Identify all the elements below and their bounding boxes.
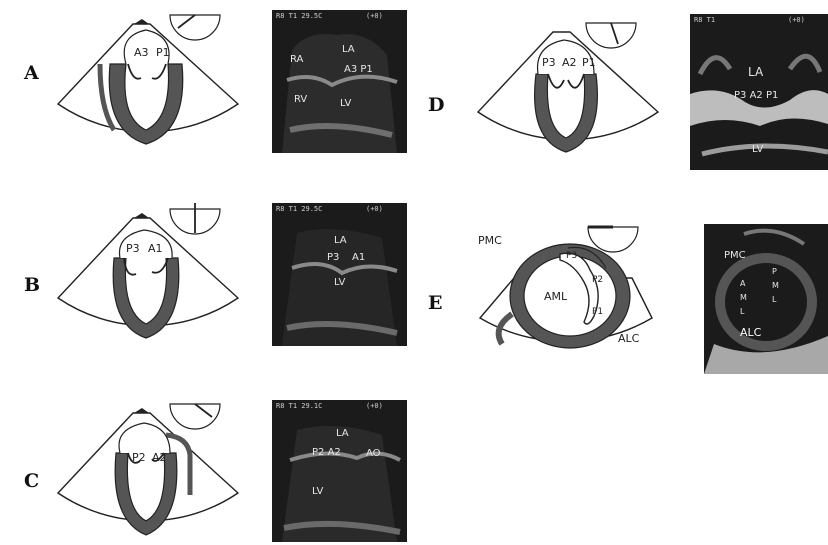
echo-label: P3 A2 P1 — [734, 90, 778, 101]
diagram-e: PMC P3 P2 AML P1 ALC — [472, 218, 662, 368]
echo-image-a: R8 T1 29.5C (+0) LA RA A3 P1 RV LV — [272, 10, 407, 153]
scallop-label: P3 — [542, 56, 556, 69]
scallop-label: P1 — [156, 46, 170, 59]
panel-letter-b: B — [24, 274, 40, 296]
scallop-label: P2 — [132, 451, 146, 464]
panel-letter-c: C — [24, 470, 39, 492]
echo-label: RV — [294, 94, 307, 105]
orientation-icon — [170, 404, 220, 429]
echo-label: L — [740, 307, 745, 316]
echo-label: A1 — [352, 252, 365, 263]
scallop-label: A2 — [562, 56, 577, 69]
echo-label: PMC — [724, 250, 746, 261]
echo-label: LA — [748, 65, 764, 79]
atrium-outline — [119, 423, 170, 453]
probe-marker — [134, 213, 149, 218]
scallop-label: P3 — [126, 242, 140, 255]
echo-image-e: PMC A M L P M L ALC — [704, 224, 828, 374]
echo-label: P2 A2 — [312, 447, 341, 458]
panel-letter-e: E — [428, 292, 442, 314]
mitral-leaflet — [548, 74, 564, 88]
echo-label: LV — [312, 486, 323, 497]
diagram-c: P2 A2 — [48, 395, 248, 545]
mitral-leaflet — [568, 74, 584, 88]
echo-label: AO — [366, 448, 381, 459]
echo-label: M — [740, 293, 747, 302]
scallop-label: P3 — [566, 251, 577, 261]
commissure-label: ALC — [618, 332, 640, 345]
scallop-label: A1 — [148, 242, 163, 255]
scallop-label: P2 — [592, 275, 603, 285]
echo-label: LV — [340, 98, 351, 109]
diagram-a: A3 P1 — [48, 6, 248, 156]
echo-label: L — [772, 295, 777, 304]
papillary-band — [499, 314, 512, 344]
diagram-d: P3 A2 P1 — [468, 14, 668, 164]
probe-marker — [134, 408, 149, 413]
orientation-icon — [586, 23, 636, 48]
echo-header: (+0) — [366, 12, 383, 20]
left-ventricle-wall — [535, 74, 598, 152]
echo-image-c: R8 T1 29.1C (+0) LA P2 A2 AO LV — [272, 400, 407, 542]
echo-label: LA — [336, 428, 349, 439]
scallop-label: P1 — [592, 307, 603, 317]
echo-header: R8 T1 — [694, 16, 715, 24]
echo-label: LA — [334, 235, 347, 246]
scallop-label: A2 — [152, 451, 167, 464]
echo-label: LV — [334, 277, 345, 288]
left-ventricle-wall — [115, 453, 177, 535]
echo-label: P — [772, 267, 777, 276]
echo-label: LA — [342, 44, 355, 55]
echo-label: P3 — [327, 252, 339, 263]
echo-header: (+0) — [788, 16, 805, 24]
scallop-label: A3 — [134, 46, 149, 59]
echo-header: R8 T1 29.1C — [276, 402, 322, 410]
echo-label: RA — [290, 54, 304, 65]
echo-label: ALC — [740, 326, 762, 339]
commissure-label: PMC — [478, 234, 502, 247]
probe-marker — [134, 19, 149, 24]
echo-header: R8 T1 29.5C — [276, 205, 322, 213]
diagram-b: P3 A1 — [48, 200, 248, 350]
echo-image-d: R8 T1 (+0) LA P3 A2 P1 LV — [690, 14, 828, 170]
left-ventricle-wall — [109, 64, 183, 144]
mitral-leaflet — [152, 64, 166, 79]
echo-label: M — [772, 281, 779, 290]
echo-header: (+0) — [366, 205, 383, 213]
ventricle-cavity — [524, 256, 616, 336]
echo-header: R8 T1 29.5C — [276, 12, 322, 20]
panel-letter-d: D — [428, 94, 444, 116]
orientation-icon — [170, 203, 220, 234]
echo-label: A — [740, 279, 746, 288]
leaflet-label: AML — [544, 290, 568, 303]
mitral-leaflet — [128, 64, 141, 79]
echo-header: (+0) — [366, 402, 383, 410]
scallop-label: P1 — [582, 56, 596, 69]
echo-image-b: R8 T1 29.5C (+0) LA P3 A1 LV — [272, 203, 407, 346]
orientation-icon — [170, 15, 220, 40]
left-ventricle-wall — [113, 258, 179, 338]
echo-label: LV — [752, 144, 763, 155]
panel-letter-a: A — [24, 62, 39, 84]
echo-label: A3 P1 — [344, 64, 373, 75]
